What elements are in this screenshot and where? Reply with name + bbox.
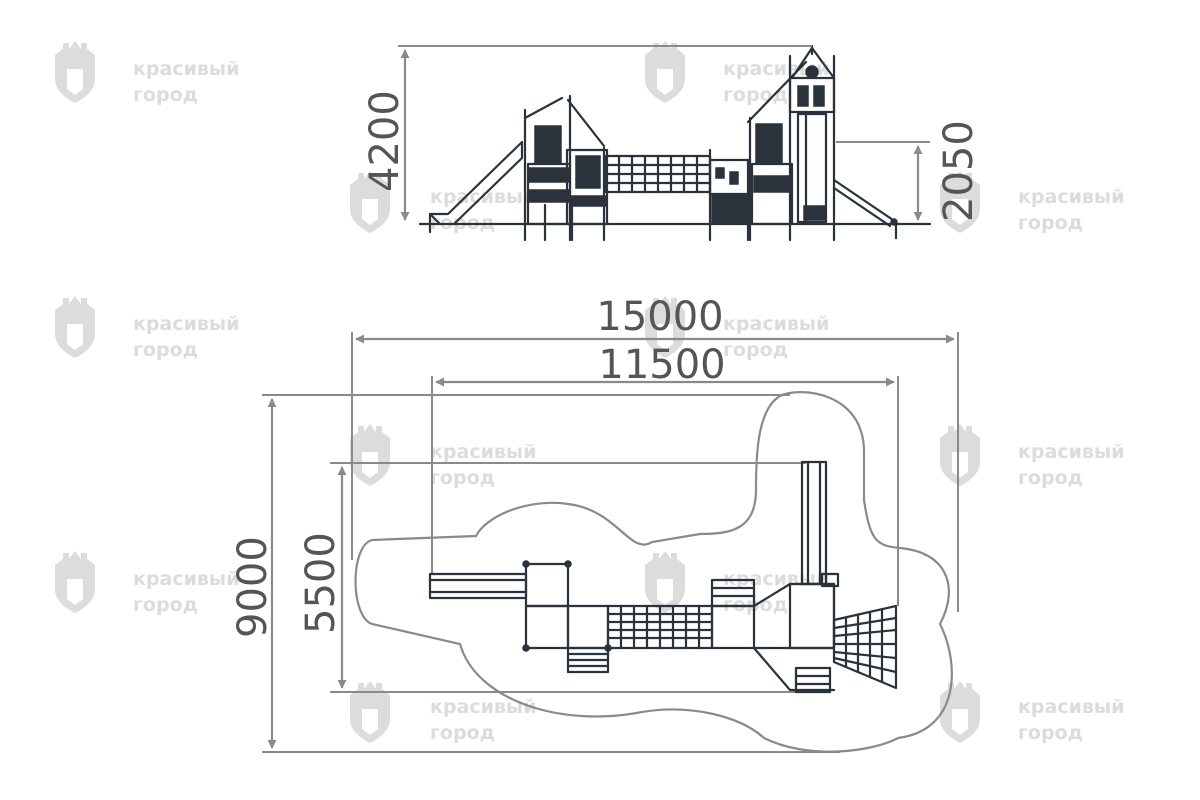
- watermark-line2: город: [430, 467, 495, 489]
- watermark: красивый город: [55, 551, 239, 616]
- watermark-group: красивый город красивый город красивый г…: [55, 41, 1124, 744]
- tower-panel: [534, 125, 562, 165]
- castle-shield-icon: [350, 681, 390, 743]
- watermark-line2: город: [133, 339, 198, 361]
- watermark-line2: город: [133, 594, 198, 616]
- left-platforms-plan: [522, 560, 612, 652]
- watermark-line1: красивый: [133, 58, 239, 80]
- tower-panel: [755, 123, 783, 165]
- slide-plan: [428, 572, 528, 600]
- watermark-line1: красивый: [133, 568, 239, 590]
- dimension-label-height: 4200: [362, 90, 408, 192]
- net-bridge-plan: [606, 604, 714, 650]
- watermark-line1: красивый: [430, 441, 536, 463]
- castle-shield-icon: [645, 41, 685, 103]
- net-bridge: [604, 154, 712, 194]
- watermark: красивый город: [940, 681, 1124, 744]
- watermark: красивый город: [350, 681, 536, 744]
- watermark: красивый город: [55, 41, 239, 106]
- castle-shield-icon: [55, 551, 95, 613]
- watermark-line1: красивый: [1018, 696, 1124, 718]
- watermark: красивый город: [940, 424, 1124, 489]
- watermark-line1: красивый: [133, 313, 239, 335]
- castle-shield-icon: [940, 681, 980, 743]
- dimension-label-overall-width: 9000: [230, 536, 276, 638]
- watermark-line2: город: [1018, 467, 1083, 489]
- castle-shield-icon: [55, 41, 95, 103]
- watermark-line1: красивый: [1018, 441, 1124, 463]
- slide: [428, 140, 524, 234]
- rope-ramp: [832, 178, 898, 240]
- watermark: красивый город: [350, 424, 536, 489]
- safety-zone-outline: [354, 391, 953, 753]
- climbing-net-plan: [832, 604, 898, 690]
- dimension-label-equipment-length: 11500: [598, 342, 725, 388]
- castle-shield-icon: [940, 424, 980, 486]
- right-tower: [746, 44, 836, 242]
- castle-shield-icon: [645, 551, 685, 613]
- watermark-line2: город: [430, 722, 495, 744]
- dimension-label-platform: 2050: [936, 120, 982, 222]
- watermark-line2: город: [723, 339, 788, 361]
- tube-slide-plan: [800, 460, 840, 588]
- watermark: красивый город: [645, 296, 829, 361]
- left-tower: [523, 94, 606, 242]
- watermark-line1: красивый: [1018, 186, 1124, 208]
- watermark: красивый город: [55, 296, 239, 361]
- watermark-line2: город: [1018, 722, 1083, 744]
- castle-shield-icon: [350, 424, 390, 486]
- watermark-line2: город: [133, 84, 198, 106]
- watermark-line1: красивый: [430, 696, 536, 718]
- watermark: красивый город: [940, 171, 1124, 234]
- middle-platform: [565, 146, 609, 242]
- stairs-plan: [566, 646, 610, 674]
- watermark-line2: город: [1018, 212, 1083, 234]
- plan-view: 15000 11500 9000 5500: [230, 294, 959, 753]
- tower-panel: [575, 155, 601, 189]
- dimension-label-equipment-width: 5500: [298, 532, 344, 634]
- dimension-label-overall-length: 15000: [596, 294, 723, 340]
- watermark-line1: красивый: [723, 313, 829, 335]
- elevation-view: 4200 2050: [362, 44, 982, 242]
- castle-shield-icon: [55, 296, 95, 358]
- watermark-line2: город: [723, 84, 788, 106]
- right-lower-block: [708, 148, 753, 242]
